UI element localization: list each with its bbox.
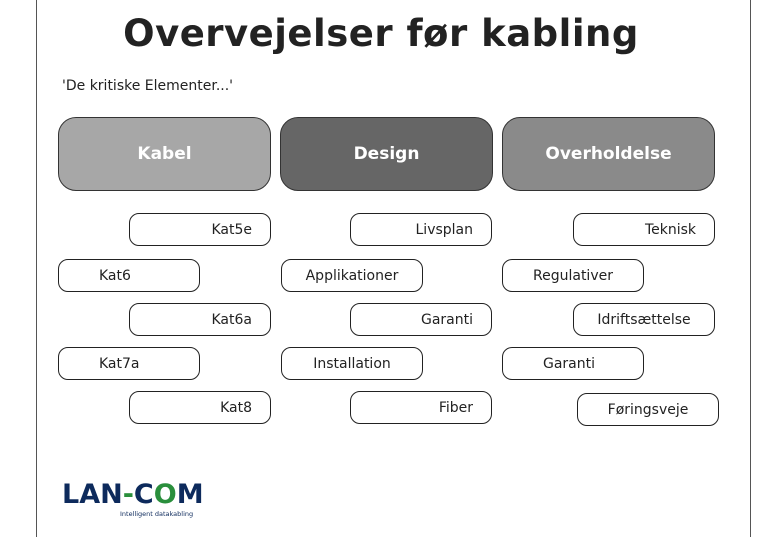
- header-kabel-label: Kabel: [137, 144, 192, 164]
- logo-wordmark: LAN-COM: [62, 480, 212, 510]
- page-title: Overvejelser før kabling: [123, 12, 639, 55]
- kabel-item-label: Kat8: [220, 399, 252, 416]
- lan-com-logo: LAN-COM Intelligent datakabling: [62, 480, 212, 526]
- logo-hyphen: -: [122, 479, 134, 510]
- overholdelse-item-label: Garanti: [543, 355, 596, 372]
- logo-lan: LAN: [62, 479, 123, 510]
- kabel-item-label: Kat6a: [211, 311, 253, 328]
- design-item-label: Applikationer: [305, 267, 399, 284]
- overholdelse-item-label: Teknisk: [644, 221, 696, 238]
- design-item-applikationer: Applikationer: [281, 259, 423, 292]
- slide-border-right: [750, 0, 751, 537]
- design-item-livsplan: Livsplan: [350, 213, 492, 246]
- logo-tagline: Intelligent datakabling: [120, 510, 194, 518]
- design-item-label: Garanti: [420, 311, 473, 328]
- design-item-garanti: Garanti: [350, 303, 492, 336]
- kabel-item-kat7a: Kat7a: [58, 347, 200, 380]
- header-overholdelse: Overholdelse: [502, 117, 715, 191]
- design-item-label: Installation: [313, 355, 391, 372]
- overholdelse-item-regulativer: Regulativer: [502, 259, 644, 292]
- design-item-installation: Installation: [281, 347, 423, 380]
- header-kabel: Kabel: [58, 117, 271, 191]
- overholdelse-item-label: Idriftsættelse: [597, 311, 691, 328]
- kabel-item-kat6: Kat6: [58, 259, 200, 292]
- design-item-label: Livsplan: [415, 221, 474, 238]
- logo-c: C: [133, 479, 154, 510]
- kabel-item-label: Kat5e: [211, 221, 252, 238]
- design-item-fiber: Fiber: [350, 391, 492, 424]
- kabel-item-label: Kat6: [99, 267, 131, 284]
- header-design: Design: [280, 117, 493, 191]
- overholdelse-item-label: Føringsveje: [607, 401, 689, 418]
- kabel-item-kat8: Kat8: [129, 391, 271, 424]
- slide-border-left: [36, 0, 37, 537]
- kabel-item-kat6a: Kat6a: [129, 303, 271, 336]
- overholdelse-item-garanti: Garanti: [502, 347, 644, 380]
- overholdelse-item-teknisk: Teknisk: [573, 213, 715, 246]
- overholdelse-item-foeringsveje: Føringsveje: [577, 393, 719, 426]
- kabel-item-kat5e: Kat5e: [129, 213, 271, 246]
- header-overholdelse-label: Overholdelse: [545, 144, 672, 164]
- kabel-item-label: Kat7a: [99, 355, 140, 372]
- design-item-label: Fiber: [438, 399, 473, 416]
- logo-o: O: [153, 479, 177, 510]
- header-design-label: Design: [353, 144, 420, 164]
- logo-m: M: [176, 479, 204, 510]
- subtitle: 'De kritiske Elementer...': [62, 78, 234, 94]
- overholdelse-item-idriftsaettelse: Idriftsættelse: [573, 303, 715, 336]
- overholdelse-item-label: Regulativer: [533, 267, 613, 284]
